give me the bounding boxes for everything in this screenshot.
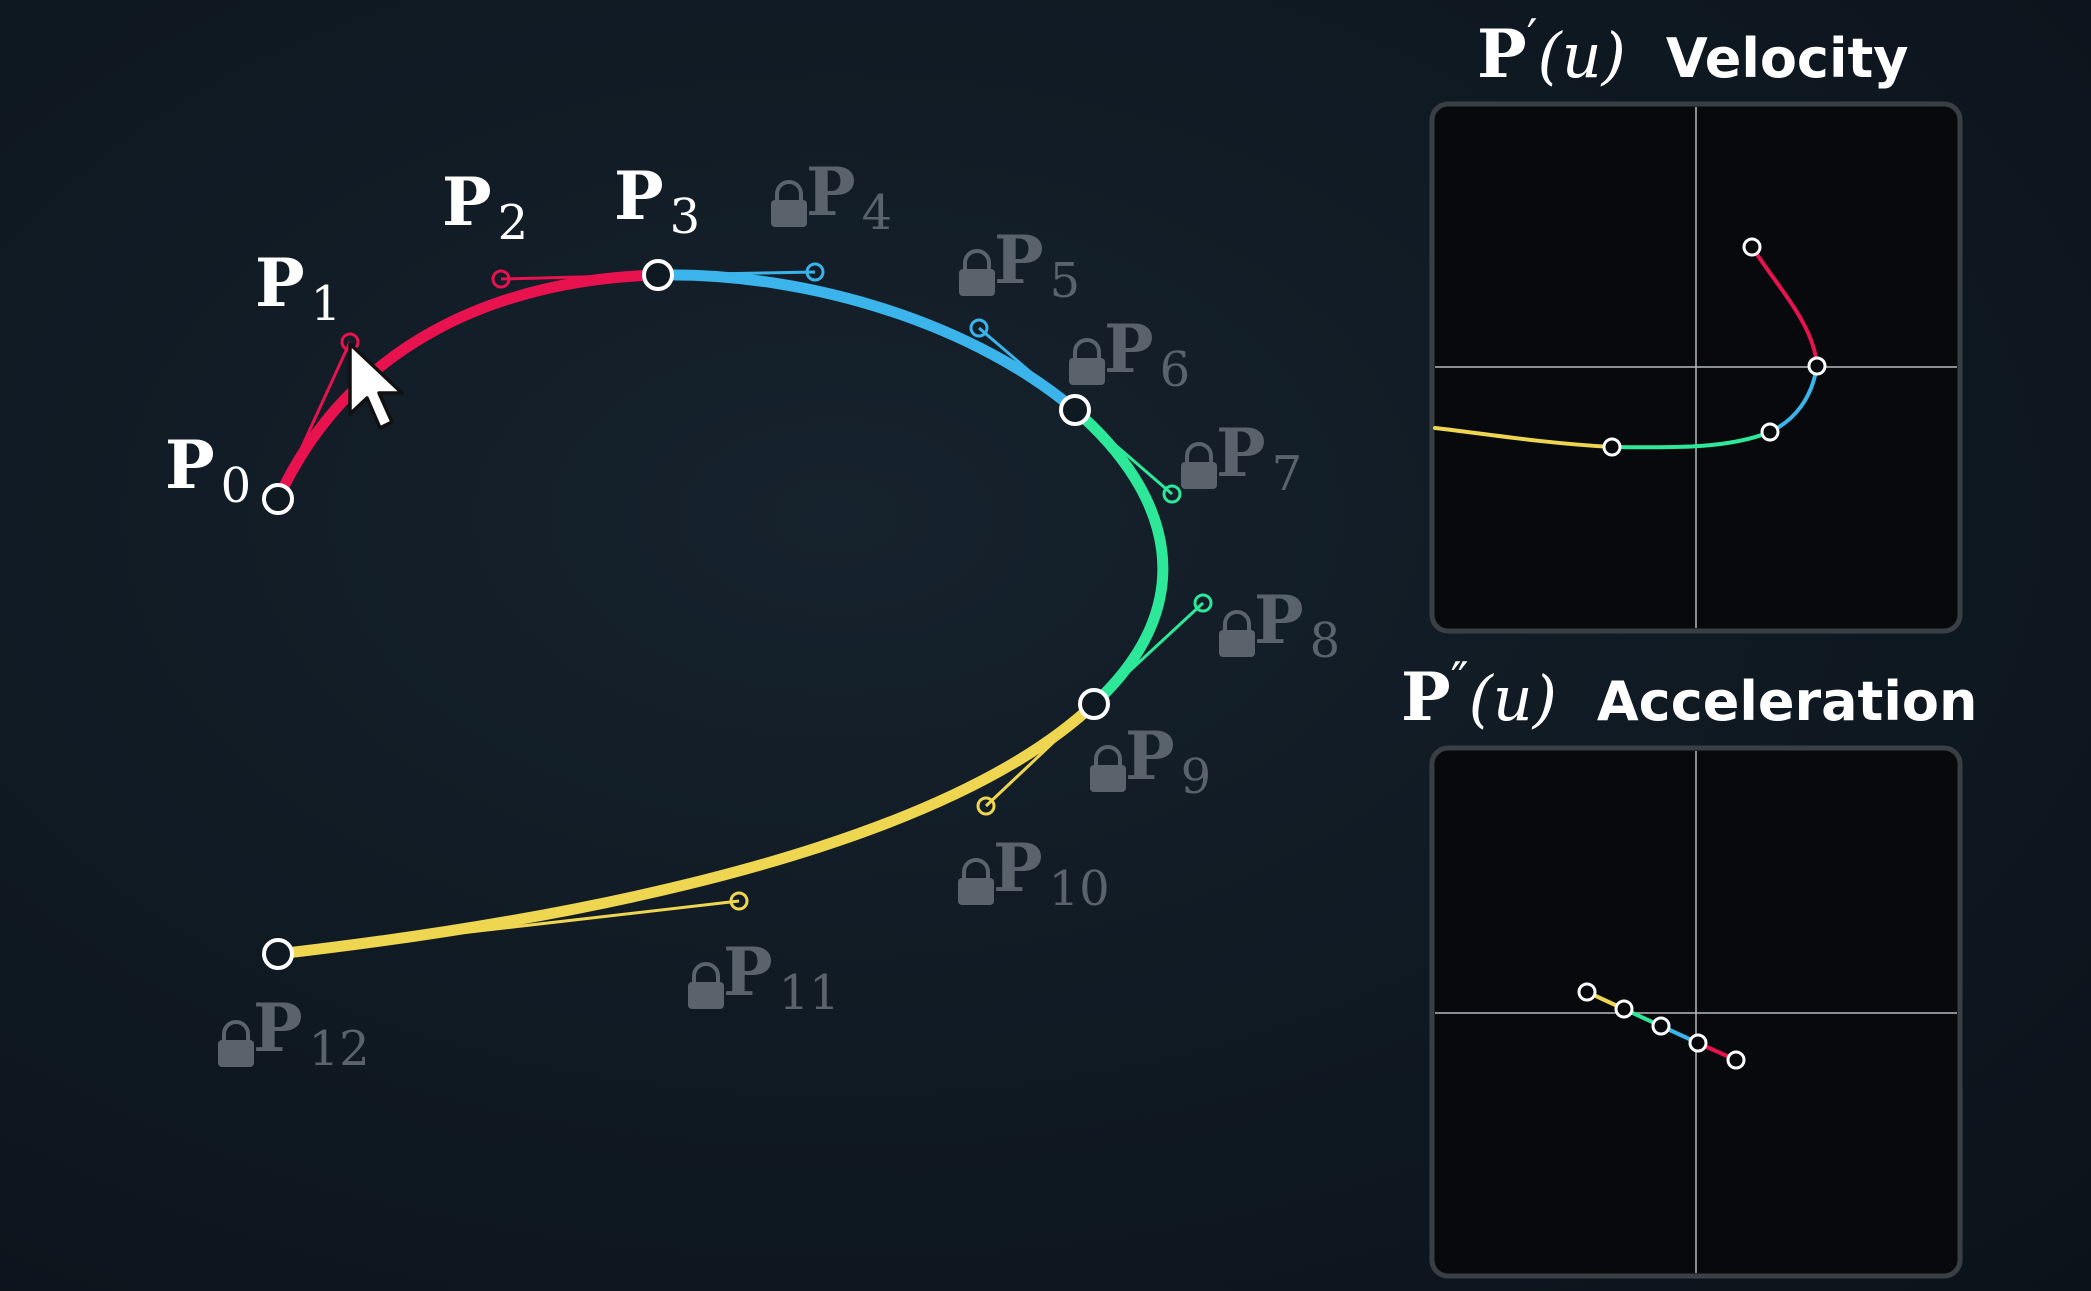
velocity-axes <box>1435 107 1957 628</box>
handle-points <box>340 262 1213 911</box>
svg-text:P4: P4 <box>806 153 892 241</box>
curve-segments <box>272 269 1169 960</box>
control-point-p12[interactable] <box>262 938 294 970</box>
control-point-p11[interactable] <box>729 891 749 911</box>
control-point-p6[interactable] <box>1059 394 1091 426</box>
svg-text:P11: P11 <box>723 933 840 1021</box>
mouse-pointer-icon <box>348 342 404 430</box>
velocity-title: P′(u)Velocity <box>1477 9 1908 93</box>
lock-icon[interactable] <box>957 249 997 298</box>
lock-icon[interactable] <box>1067 338 1107 387</box>
lock-icon[interactable] <box>956 858 996 907</box>
acceleration-point[interactable] <box>1614 999 1634 1019</box>
control-point-p0[interactable] <box>262 483 294 515</box>
lock-icon[interactable] <box>769 180 809 229</box>
control-point-p4[interactable] <box>805 262 825 282</box>
curve-segment-3[interactable] <box>1069 404 1169 710</box>
anchor-points <box>262 259 1110 970</box>
velocity-point[interactable] <box>1742 237 1762 257</box>
control-point-p5[interactable] <box>969 318 989 338</box>
acceleration-point[interactable] <box>1651 1016 1671 1036</box>
svg-text:P10: P10 <box>993 829 1110 917</box>
control-point-p8[interactable] <box>1193 593 1213 613</box>
handle-lines <box>276 270 1205 956</box>
control-point-p2[interactable] <box>491 269 511 289</box>
velocity-point[interactable] <box>1602 437 1622 457</box>
acceleration-title: P″(u)Acceleration <box>1401 652 1977 736</box>
lock-icon[interactable] <box>1217 610 1257 659</box>
control-point-p7[interactable] <box>1162 484 1182 504</box>
acceleration-panel: P″(u)Acceleration <box>1401 652 1977 1279</box>
svg-text:P9: P9 <box>1125 717 1211 805</box>
svg-text:P7: P7 <box>1216 414 1302 502</box>
svg-text:P12: P12 <box>253 989 370 1077</box>
velocity-segment-4 <box>1433 426 1614 449</box>
control-point-p10[interactable] <box>976 796 996 816</box>
svg-text:P6: P6 <box>1104 310 1190 398</box>
curve-segment-1[interactable] <box>272 269 664 505</box>
velocity-segment-3 <box>1610 430 1772 450</box>
acceleration-point[interactable] <box>1577 982 1597 1002</box>
velocity-point[interactable] <box>1760 422 1780 442</box>
acceleration-axes <box>1435 751 1957 1273</box>
lock-icon[interactable] <box>1179 442 1219 491</box>
velocity-segment-1 <box>1750 245 1819 368</box>
acceleration-point[interactable] <box>1688 1033 1708 1053</box>
velocity-point[interactable] <box>1807 356 1827 376</box>
curve-segment-2[interactable] <box>652 269 1081 416</box>
svg-text:P5: P5 <box>994 221 1080 309</box>
lock-icon[interactable] <box>216 1020 256 1069</box>
control-point-p3[interactable] <box>642 259 674 291</box>
curve-segment-4[interactable] <box>272 698 1100 960</box>
control-point-p9[interactable] <box>1078 688 1110 720</box>
velocity-panel: P′(u)Velocity <box>1429 9 1963 634</box>
velocity-points <box>1602 237 1827 457</box>
lock-icon[interactable] <box>686 962 726 1011</box>
acceleration-point[interactable] <box>1726 1050 1746 1070</box>
velocity-curve <box>1433 245 1819 450</box>
acceleration-points <box>1577 982 1746 1070</box>
svg-text:P8: P8 <box>1254 581 1340 669</box>
lock-icon[interactable] <box>1088 745 1128 794</box>
